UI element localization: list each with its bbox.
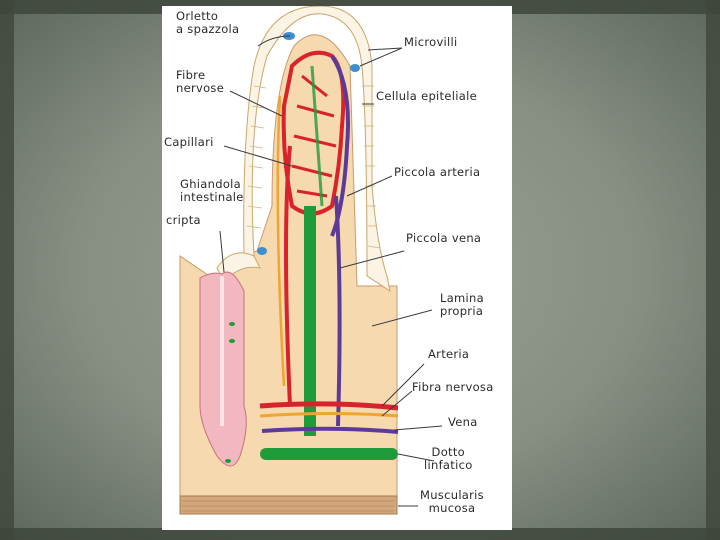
label-lamina-line2: propria — [440, 304, 484, 318]
label-muscularis-mucosa: Muscularis mucosa — [420, 489, 484, 515]
label-muscularis-line2: mucosa — [428, 501, 476, 515]
label-fibre-nervose: Fibre nervose — [176, 69, 224, 95]
label-orletto-line1: Orletto — [176, 9, 219, 23]
slide-frame-bottom — [0, 528, 720, 540]
villus-epithelium — [243, 6, 391, 293]
label-ghiandola-line2: intestinale — [180, 190, 244, 204]
label-microvilli: Microvilli — [404, 35, 458, 49]
label-lamina-propria: Lamina propria — [440, 292, 484, 318]
nerve-fibre — [276, 95, 286, 387]
artery — [259, 401, 399, 411]
label-orletto: Orletto a spazzola — [176, 10, 239, 36]
label-arteria: Arteria — [428, 347, 470, 361]
epithelial-cells — [246, 85, 381, 249]
small-vein — [334, 195, 342, 427]
label-dotto-line2: linfatico — [424, 458, 473, 472]
label-orletto-line2: a spazzola — [176, 22, 240, 36]
slide-frame-left — [0, 0, 14, 540]
villus-illustration — [179, 6, 443, 515]
label-ghiandola-line1: Ghiandola — [180, 177, 242, 191]
label-fibre-line2: nervose — [176, 81, 225, 95]
crypt-cells — [225, 322, 235, 463]
label-cripta: cripta — [166, 213, 201, 227]
label-dotto-linfatico: Dotto linfatico — [424, 446, 473, 472]
vein — [261, 426, 399, 434]
label-capillari: Capillari — [164, 135, 214, 149]
small-artery — [284, 145, 292, 407]
leader-lines — [219, 35, 443, 507]
label-piccola-arteria: Piccola arteria — [394, 165, 481, 179]
label-piccola-vena: Piccola vena — [406, 231, 482, 245]
label-ghiandola: Ghiandola intestinale — [180, 178, 244, 204]
goblet-cell — [257, 247, 267, 255]
label-dotto-line1: Dotto — [431, 445, 465, 459]
goblet-cell — [350, 64, 360, 72]
muscularis-mucosa — [179, 495, 398, 515]
label-fibra-nervosa: Fibra nervosa — [412, 380, 494, 394]
label-cellula-epiteliale: Cellula epiteliale — [376, 89, 477, 103]
label-lamina-line1: Lamina — [440, 291, 484, 305]
label-fibre-line1: Fibre — [176, 68, 206, 82]
label-muscularis-line1: Muscularis — [420, 488, 484, 502]
label-vena: Vena — [448, 415, 478, 429]
slide-frame-right — [706, 0, 720, 540]
villus-figure: Orletto a spazzola Microvilli Fibre nerv… — [162, 6, 512, 530]
